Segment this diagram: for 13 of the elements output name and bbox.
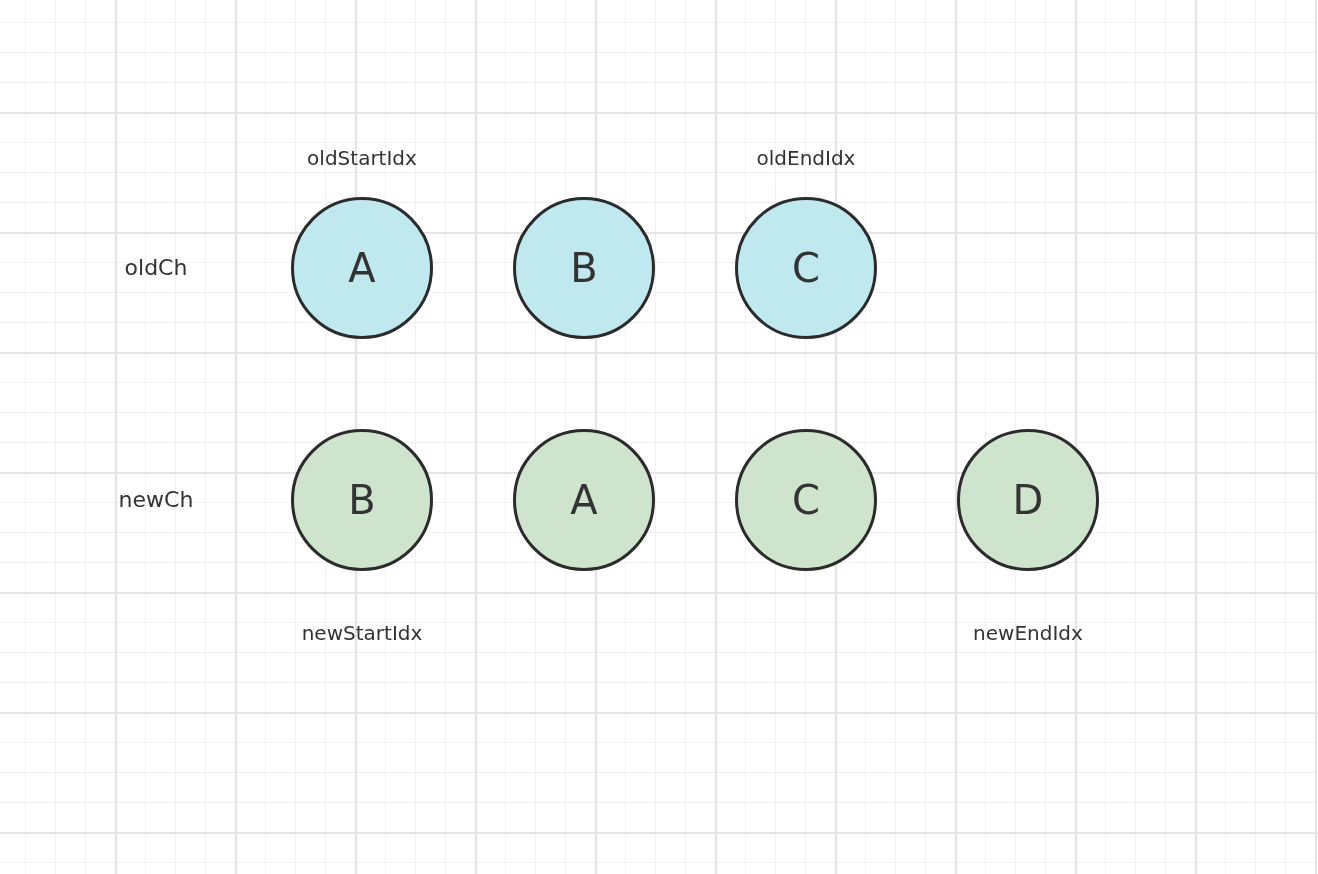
node-circle: B	[291, 429, 433, 571]
node-circle: D	[957, 429, 1099, 571]
index-pointer-label: oldEndIdx	[756, 146, 856, 170]
node-circle: C	[735, 197, 877, 339]
index-pointer-label: newEndIdx	[973, 621, 1083, 645]
node-circle: C	[735, 429, 877, 571]
node-circle: A	[291, 197, 433, 339]
index-pointer-label: newStartIdx	[301, 621, 423, 645]
node-circle: A	[513, 429, 655, 571]
index-pointer-label: oldStartIdx	[307, 146, 417, 170]
row-label: oldCh	[124, 254, 188, 282]
node-circle: B	[513, 197, 655, 339]
row-label: newCh	[118, 486, 194, 514]
